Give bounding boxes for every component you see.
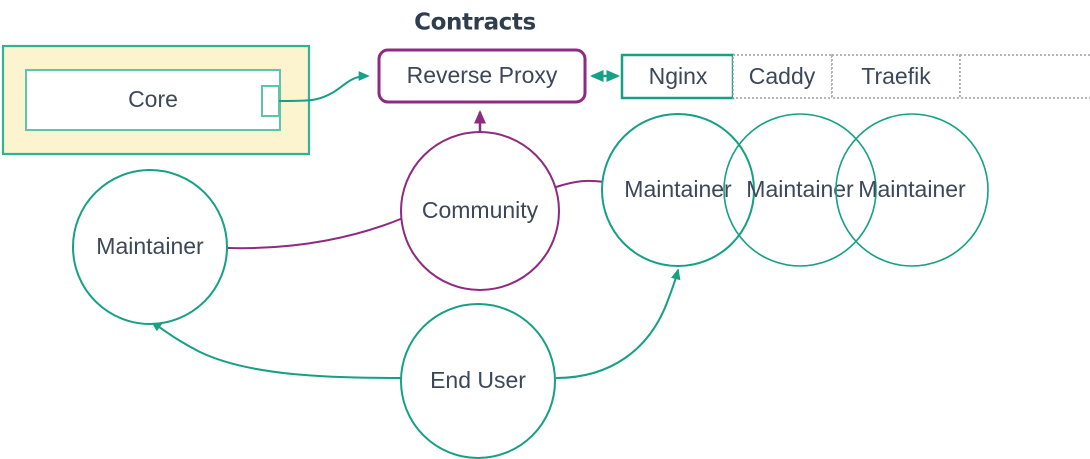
table-cell-caddy-label: Caddy <box>749 63 816 89</box>
edge-end-user-to-maintainer-r1 <box>555 268 681 379</box>
page-title: Contracts <box>414 10 536 36</box>
edge-end-user-to-maintainer-left <box>150 321 402 379</box>
edge-community-to-maintainer-left <box>227 217 404 250</box>
core-label: Core <box>128 86 178 112</box>
circle-maintainer-r1-shape <box>601 113 755 267</box>
reverse-proxy-box <box>377 48 587 104</box>
circle-maintainer-left-shape <box>72 169 228 325</box>
circle-maintainer-r1[interactable]: Maintainer <box>601 113 755 267</box>
circle-maintainer-r3[interactable]: Maintainer <box>835 113 989 267</box>
circle-end-user-label: End User <box>430 367 526 393</box>
implementations-table[interactable]: Nginx Caddy Traefik <box>620 53 1090 100</box>
core-package[interactable]: Core <box>1 44 311 156</box>
circle-end-user[interactable]: End User <box>400 303 556 459</box>
edge-core-to-reverse-proxy <box>278 71 370 102</box>
circle-end-user-shape <box>400 303 556 459</box>
table-cell-empty-box[interactable] <box>959 54 1090 99</box>
table-cell-traefik-label: Traefik <box>861 63 931 89</box>
circle-maintainer-left-label: Maintainer <box>96 233 204 259</box>
table-cell-nginx-label: Nginx <box>649 63 708 89</box>
edge-community-to-maintainer-r1 <box>555 179 605 188</box>
circle-community-label: Community <box>422 197 539 223</box>
circle-maintainer-left[interactable]: Maintainer <box>72 169 228 325</box>
circle-maintainer-r3-label: Maintainer <box>858 176 966 202</box>
table-cell-nginx-box[interactable] <box>620 53 735 100</box>
circle-maintainer-r3-shape <box>835 113 989 267</box>
table-cell-traefik-box[interactable] <box>831 54 961 99</box>
circle-maintainer-r2-shape <box>723 113 877 267</box>
reverse-proxy-label: Reverse Proxy <box>407 62 558 88</box>
circle-community[interactable]: Community <box>400 131 560 291</box>
core-port[interactable] <box>261 85 280 117</box>
circle-maintainer-r1-label: Maintainer <box>624 176 732 202</box>
core-package-inner <box>25 69 281 131</box>
reverse-proxy-node[interactable]: Reverse Proxy <box>377 48 587 104</box>
circle-community-shape <box>400 131 560 291</box>
